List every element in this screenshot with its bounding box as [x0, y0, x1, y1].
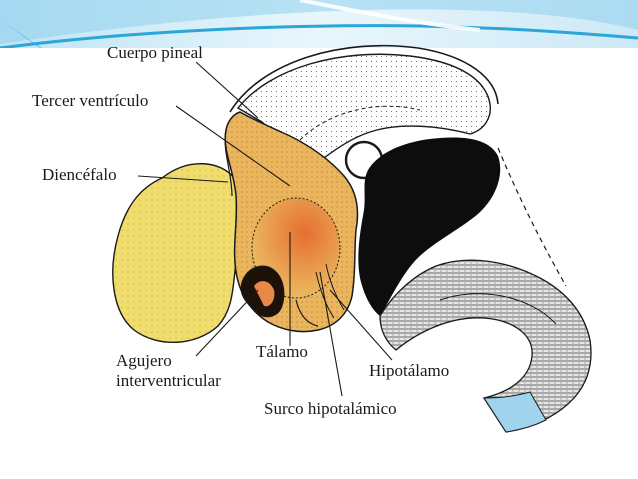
black-region [358, 137, 501, 316]
posterior-arch-outer [229, 44, 499, 113]
yellow-hemisphere [112, 163, 244, 343]
leader-diencephalon [137, 175, 229, 183]
leader-hypothalamus [329, 289, 393, 361]
leader-pineal [195, 61, 259, 119]
striped-region [379, 259, 592, 433]
sulcus-groove [295, 299, 319, 327]
leader-third-ventricle [175, 105, 291, 187]
foramen-highlight [254, 281, 275, 307]
posterior-arch-inner-dash [299, 105, 421, 141]
label-diencephalon: Diencéfalo [42, 165, 117, 184]
leader-foramen [195, 289, 259, 357]
thalamus-outline [251, 197, 341, 299]
label-third-ventricle: Tercer ventrículo [32, 91, 148, 110]
diencephalon-border [224, 129, 233, 197]
label-sulcus: Surco hipotalámico [264, 399, 397, 418]
label-thalamus: Tálamo [256, 342, 308, 361]
label-pineal: Cuerpo pineal [107, 43, 203, 62]
header-wave-line [0, 24, 638, 48]
dashed-contour [497, 147, 567, 287]
header-wave-back [0, 0, 638, 44]
header-wave-highlight [299, 0, 481, 32]
label-foramen-line1: Agujero [116, 351, 172, 370]
slide-header-band [0, 0, 638, 48]
hypothalamus-groove [315, 263, 345, 319]
label-hypothalamus: Hipotálamo [369, 361, 449, 380]
label-foramen-line2: interventricular [116, 371, 221, 390]
header-corner-accent [0, 20, 42, 48]
striped-inner-curve [439, 293, 557, 325]
blue-patch [483, 391, 547, 433]
leader-sulcus [319, 271, 343, 397]
